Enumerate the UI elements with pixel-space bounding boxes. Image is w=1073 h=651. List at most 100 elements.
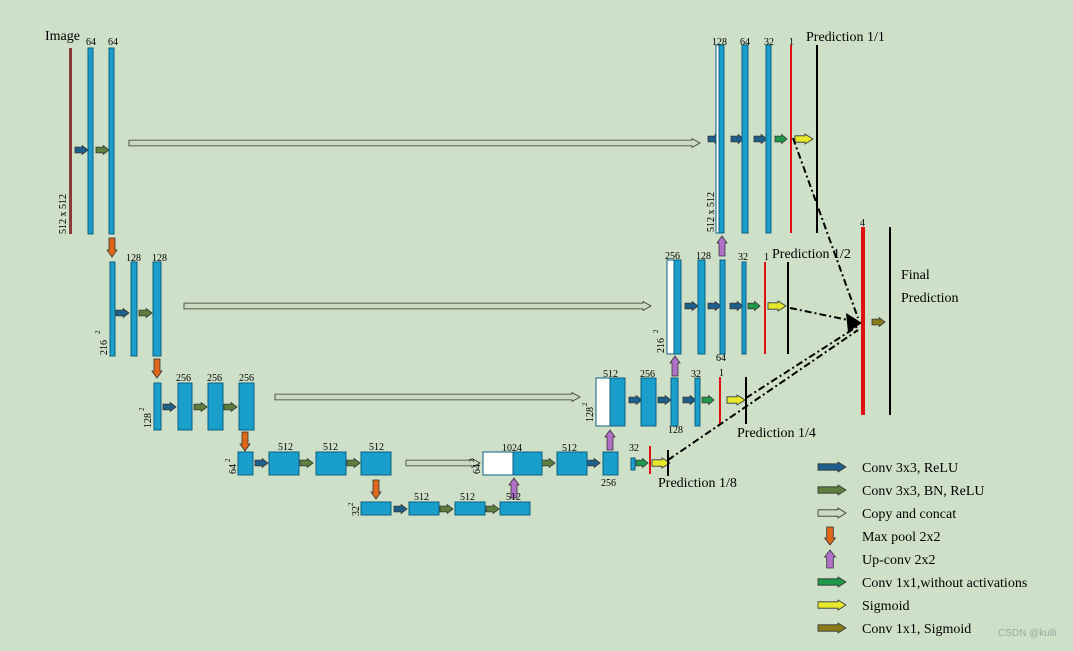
dim-square: 2 (347, 502, 355, 506)
conv-bn-relu-arrow (95, 144, 110, 156)
channel-label: 128 (712, 37, 727, 48)
channel-label: 1 (789, 37, 794, 48)
conv-relu-arrow (730, 133, 745, 145)
channel-label: 32 (691, 369, 701, 380)
channel-label: 512 (506, 492, 521, 503)
copy-concat-arrow (183, 300, 652, 312)
feature-map (694, 377, 701, 427)
conv-relu-arrow (657, 394, 672, 406)
max-pool-arrow (370, 479, 382, 500)
legend-label: Conv 3x3, ReLU (862, 461, 958, 476)
conv-relu-arrow (684, 300, 699, 312)
feature-map (238, 382, 255, 431)
prediction-map (764, 262, 766, 354)
dim-64-enc: 64 (228, 464, 239, 474)
conv1x1-arrow (747, 300, 761, 312)
feature-map (499, 501, 531, 516)
feature-map (360, 501, 392, 516)
channel-label: 128 (126, 253, 141, 264)
feature-map (408, 501, 440, 516)
dim-square: 2 (224, 458, 232, 462)
right-arrow-icon (817, 484, 847, 496)
sigmoid-output (745, 377, 747, 424)
channel-label: 256 (665, 251, 680, 262)
dim-square: 2 (581, 402, 589, 406)
conv-bn-relu-arrow (541, 457, 556, 469)
channel-label: 64 (740, 37, 750, 48)
conv-bn-relu-arrow (346, 457, 361, 469)
channel-label: 128 (696, 251, 711, 262)
up-conv-arrow (716, 235, 728, 257)
channel-label: 1 (764, 252, 769, 263)
prediction-1-4: Prediction 1/4 (737, 426, 816, 441)
dim-512-enc: 512 x 512 (58, 194, 69, 234)
legend-label: Copy and concat (862, 507, 956, 522)
dim-216-enc: 216 (99, 340, 110, 355)
channel-label: 512 (460, 492, 475, 503)
dim-216-dec: 216 (656, 338, 667, 353)
final-prediction-line2: Prediction (901, 291, 959, 306)
channel-label: 512 (323, 442, 338, 453)
legend-label: Up-conv 2x2 (862, 553, 936, 568)
prediction-1-2: Prediction 1/2 (772, 247, 851, 262)
conv-relu-arrow (707, 300, 722, 312)
feature-map (268, 451, 300, 476)
conv-relu-arrow (254, 457, 269, 469)
conv-relu-arrow (586, 457, 601, 469)
channel-label: 512 (278, 442, 293, 453)
final-prediction-line1: Final (901, 268, 930, 283)
channel-label: 64 (716, 353, 726, 364)
conv-bn-relu-arrow (223, 401, 238, 413)
input-image (69, 48, 72, 234)
copy-concat-arrow (274, 391, 581, 403)
channel-label: 512 (603, 369, 618, 380)
concat-map-copy (595, 377, 611, 427)
fusion-arrowhead (846, 313, 862, 332)
channel-label: 64 (108, 37, 118, 48)
conv-bn-relu-arrow (299, 457, 314, 469)
sigmoid-arrow (767, 300, 787, 312)
feature-map (454, 501, 486, 516)
prediction-map (719, 377, 721, 424)
concat-map-copy (482, 451, 514, 476)
channel-label: 512 (369, 442, 384, 453)
feature-map (237, 451, 254, 476)
feature-map (630, 457, 636, 471)
conv-relu-arrow (162, 401, 177, 413)
channel-label: 32 (629, 443, 639, 454)
concat-map-copy (666, 259, 675, 355)
feature-map (670, 377, 679, 427)
max-pool-arrow (151, 358, 163, 379)
legend-label: Conv 1x1, Sigmoid (862, 622, 971, 637)
feature-map (673, 259, 682, 355)
conv-bn-relu-arrow (193, 401, 208, 413)
feature-map (718, 44, 725, 234)
fusion-line (745, 325, 859, 399)
feature-map (207, 382, 224, 431)
prediction-1-1: Prediction 1/1 (806, 30, 885, 45)
fusion-line (792, 137, 859, 319)
channel-label: 1 (719, 368, 724, 379)
conv-relu-arrow (729, 300, 744, 312)
channel-label: 128 (152, 253, 167, 264)
conv-bn-relu-arrow (439, 503, 454, 515)
channel-label: 32 (764, 37, 774, 48)
feature-map (765, 44, 772, 234)
conv1x1-arrow (701, 394, 715, 406)
dim-square: 2 (138, 407, 146, 411)
prediction-map (790, 45, 792, 233)
fusion-line (667, 329, 859, 461)
feature-map (602, 451, 619, 476)
copy-concat-arrow (405, 457, 481, 469)
legend-label: Sigmoid (862, 599, 909, 614)
sigmoid-arrow (794, 133, 814, 145)
channel-label: 256 (239, 373, 254, 384)
conv-relu-arrow (393, 503, 408, 515)
sigmoid-arrow (651, 457, 671, 469)
feature-map (697, 259, 706, 355)
final-prediction-map (861, 227, 865, 415)
channel-label: 64 (86, 37, 96, 48)
max-pool-arrow (106, 237, 118, 258)
down-arrow-icon (823, 526, 837, 546)
